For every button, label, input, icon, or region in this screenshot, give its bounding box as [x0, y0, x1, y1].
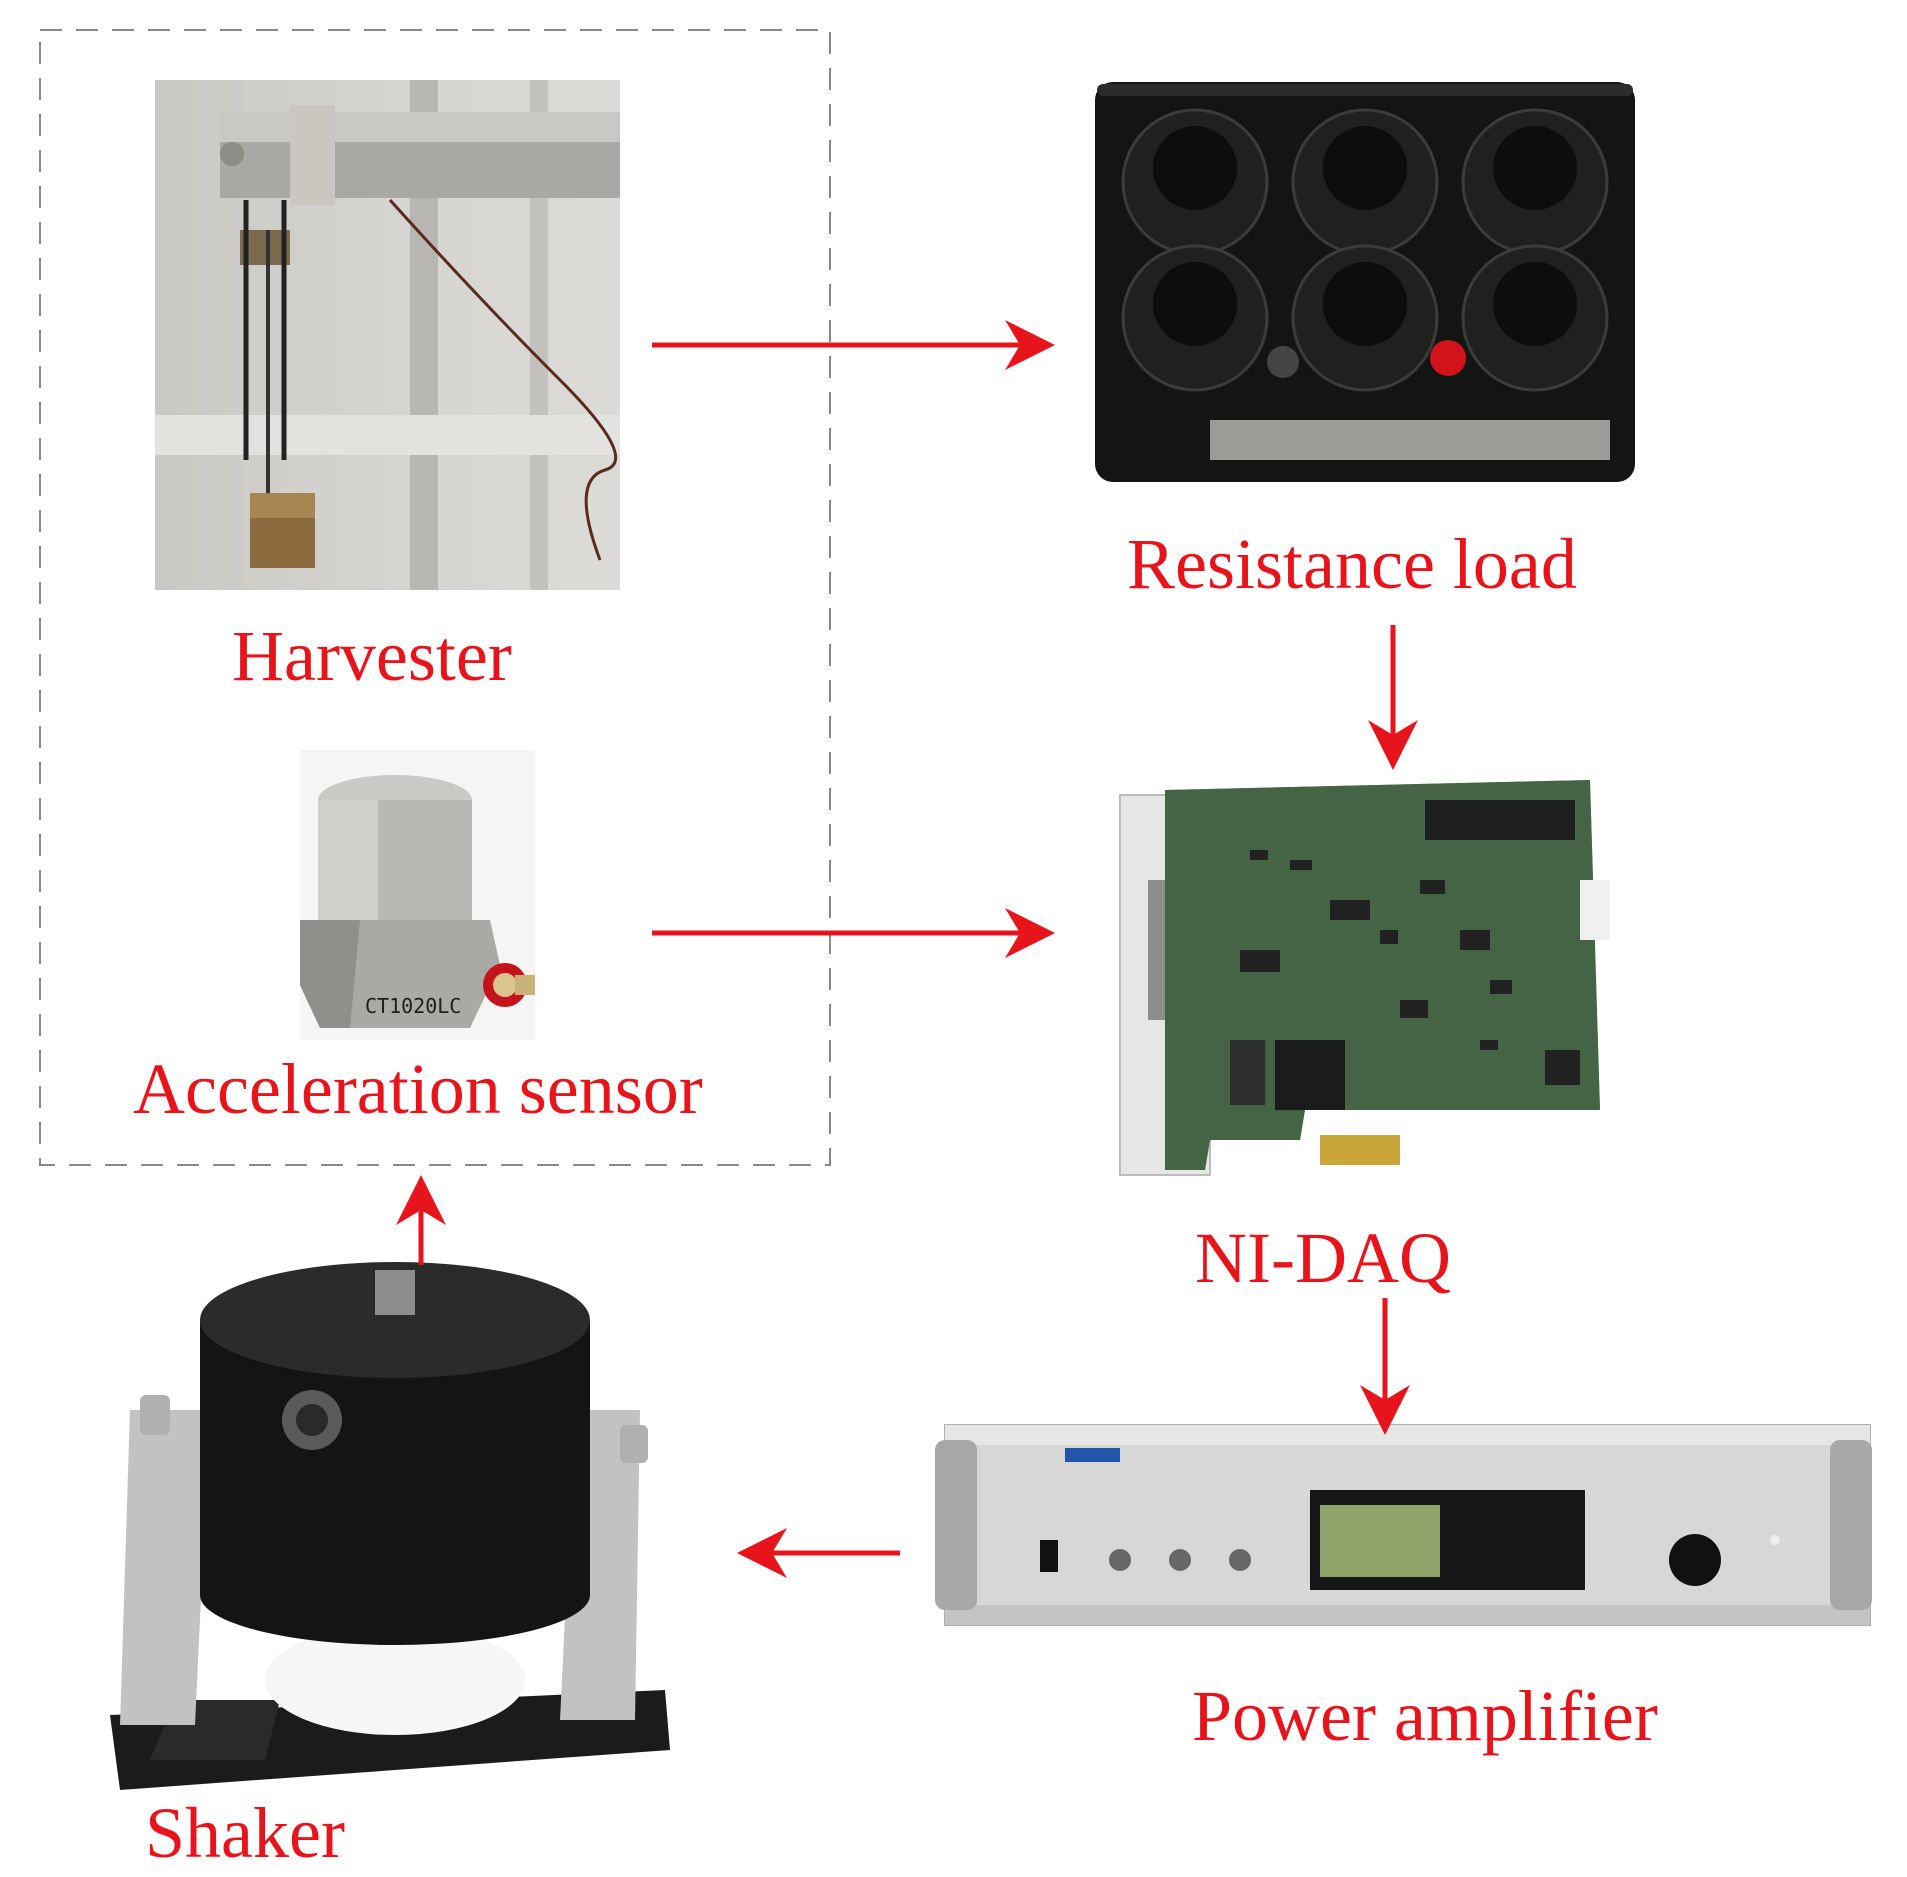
harvester-photo	[155, 80, 620, 590]
power-amplifier-label: Power amplifier	[1192, 1676, 1658, 1756]
shaker-label: Shaker	[145, 1793, 345, 1873]
ni-daq-photo	[1119, 780, 1610, 1176]
ni-daq-label: NI-DAQ	[1195, 1218, 1451, 1298]
acceleration-sensor-photo: CT1020LC	[300, 750, 535, 1040]
resistance-load-photo	[1095, 82, 1635, 482]
shaker-photo	[110, 1262, 670, 1790]
resistance-load-label: Resistance load	[1127, 524, 1577, 604]
harvester-label: Harvester	[232, 616, 512, 696]
power-amplifier-photo	[935, 1424, 1872, 1626]
sensor-marking-text: CT1020LC	[365, 994, 461, 1018]
harvester-group-boundary	[39, 29, 831, 1166]
acceleration-sensor-label: Acceleration sensor	[133, 1049, 703, 1129]
